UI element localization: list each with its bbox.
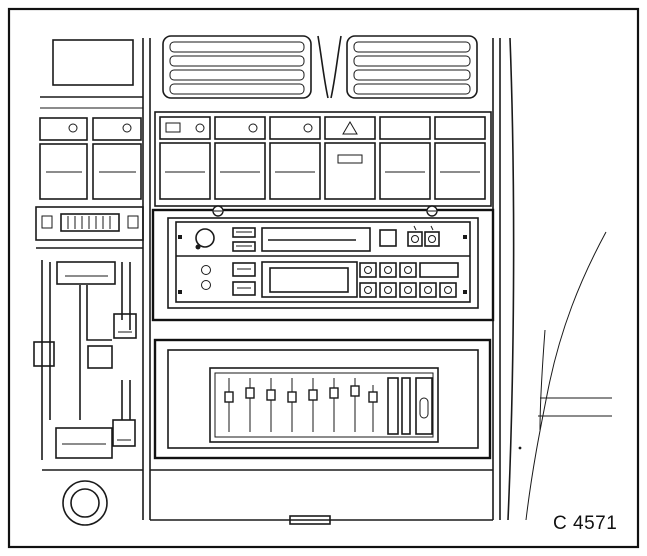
left-air-vent [162, 35, 312, 99]
equalizer-sliders [224, 378, 378, 432]
radio-cassette-unit [151, 205, 495, 322]
graphic-equalizer [153, 338, 492, 460]
thumbwheel-ribs [67, 216, 111, 229]
hazard-triangle-icon [342, 121, 358, 135]
switch-row [154, 111, 492, 207]
figure-code-label: C 4571 [553, 513, 618, 534]
right-air-vent [346, 35, 478, 99]
figure-frame [7, 7, 640, 549]
